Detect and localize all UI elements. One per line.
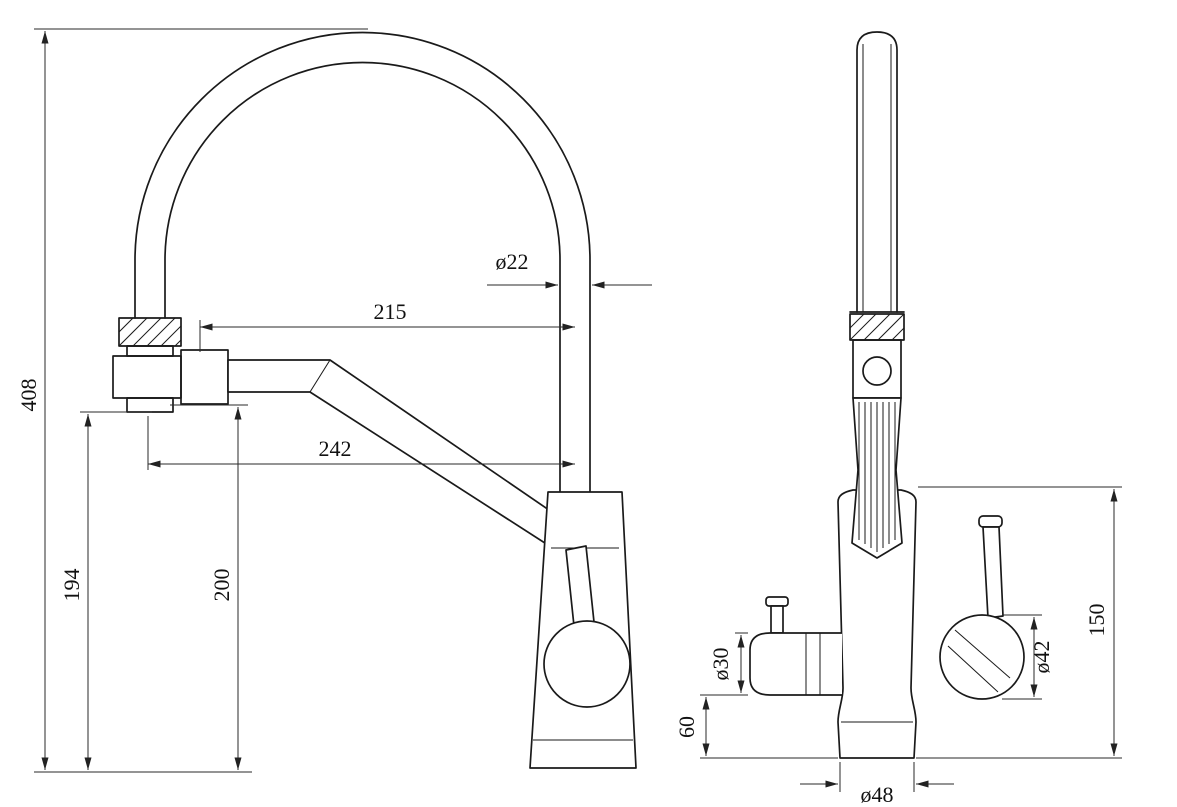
dim-label-194: 194	[59, 569, 84, 602]
side-view: ø30 60 ø42 150 ø48	[674, 31, 1122, 807]
spray-head-block	[852, 339, 902, 399]
dimension-mixer-handle-diameter: ø42	[1002, 614, 1054, 700]
dimension-hose-diameter: ø22	[487, 249, 652, 289]
mixer-handle-side	[939, 515, 1025, 700]
dimension-pivot-height: 200	[170, 404, 248, 770]
dimension-overall-height: 408	[16, 28, 368, 773]
hatch-lines	[849, 313, 905, 341]
dim-label-242: 242	[319, 436, 352, 461]
dimension-arm-height: 194	[59, 411, 152, 770]
dim-label-215: 215	[374, 299, 407, 324]
dimension-filter-lever-diameter: ø30	[708, 632, 748, 696]
front-view: 408 194 200 215 242	[16, 28, 652, 773]
dim-label-200: 200	[209, 569, 234, 602]
spout-tube-side	[849, 31, 905, 313]
dim-label-d42: ø42	[1029, 641, 1054, 674]
dim-label-d22: ø22	[496, 249, 529, 274]
dim-label-408: 408	[16, 379, 41, 412]
dimension-body-height: 150	[916, 486, 1122, 759]
swing-arm	[227, 359, 566, 546]
dimension-spout-arm-reach: 242	[147, 416, 575, 470]
dim-label-150: 150	[1084, 604, 1109, 637]
dim-label-60: 60	[674, 716, 699, 738]
filter-lever-side	[749, 596, 842, 696]
dim-label-d48: ø48	[861, 782, 894, 807]
knurled-collar	[849, 313, 905, 341]
rib-lines	[858, 402, 896, 552]
swivel-body	[112, 317, 229, 413]
handle-knob-front	[543, 620, 631, 708]
dimension-spout-upper-reach: 215	[199, 299, 575, 352]
dimension-base-section-height: 60	[674, 694, 838, 759]
dim-label-d30: ø30	[708, 648, 733, 681]
hatch-lines	[118, 317, 182, 347]
faucet-body-side	[837, 489, 917, 759]
dimension-base-diameter: ø48	[800, 762, 954, 807]
gooseneck-spout	[134, 31, 591, 493]
ribbed-spout-holder	[851, 397, 903, 559]
